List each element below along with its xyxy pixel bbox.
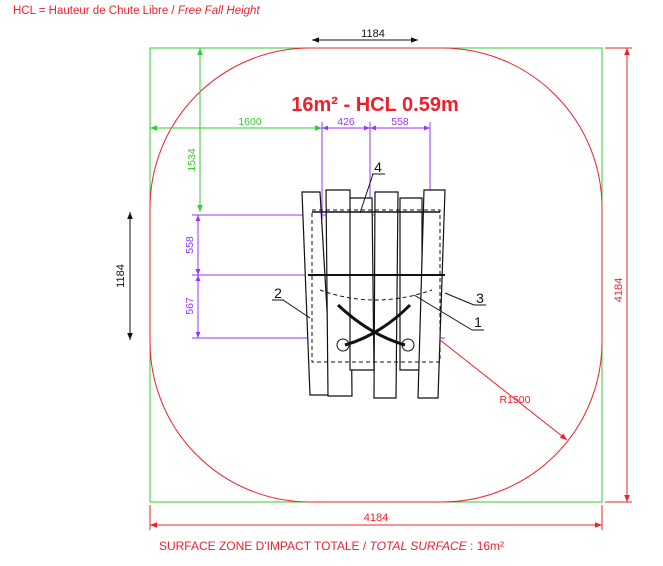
footer-value: : 16m² bbox=[466, 539, 505, 553]
callout-2: 2 bbox=[274, 285, 282, 301]
post-spacing-1-label: 426 bbox=[337, 116, 355, 128]
offset-y-label: 1534 bbox=[186, 148, 198, 172]
legend-separator: / bbox=[168, 5, 178, 17]
right-dimension-label: 4184 bbox=[613, 278, 625, 302]
bottom-dimension-label: 4184 bbox=[364, 512, 388, 524]
legend-header: HCL = Hauteur de Chute Libre / Free Fall… bbox=[13, 5, 260, 17]
callout-1: 1 bbox=[474, 314, 482, 330]
footer-en: TOTAL SURFACE bbox=[369, 539, 467, 553]
row-spacing-1-label: 558 bbox=[184, 236, 196, 254]
impact-zone-boundary bbox=[149, 47, 603, 503]
row-spacing-2-label: 567 bbox=[184, 297, 196, 315]
legend-en: Free Fall Height bbox=[177, 5, 260, 17]
play-equipment bbox=[301, 189, 446, 399]
post-spacing-2-label: 558 bbox=[391, 116, 409, 128]
radius-leader bbox=[439, 339, 568, 441]
legend-fr: HCL = Hauteur de Chute Libre bbox=[13, 5, 169, 17]
total-surface-caption: SURFACE ZONE D'IMPACT TOTALE / TOTAL SUR… bbox=[0, 539, 663, 553]
offset-x-label: 1600 bbox=[238, 116, 262, 128]
footer-fr: SURFACE ZONE D'IMPACT TOTALE bbox=[158, 539, 360, 553]
callout-3: 3 bbox=[476, 290, 484, 306]
left-dimension-label: 1184 bbox=[115, 264, 127, 288]
drawing-title: 16m² - HCL 0.59m bbox=[291, 94, 458, 116]
radius-label: R1500 bbox=[500, 394, 531, 406]
top-dimension-label: 1184 bbox=[361, 28, 385, 40]
footer-separator: / bbox=[359, 539, 370, 553]
callout-4: 4 bbox=[374, 159, 382, 175]
